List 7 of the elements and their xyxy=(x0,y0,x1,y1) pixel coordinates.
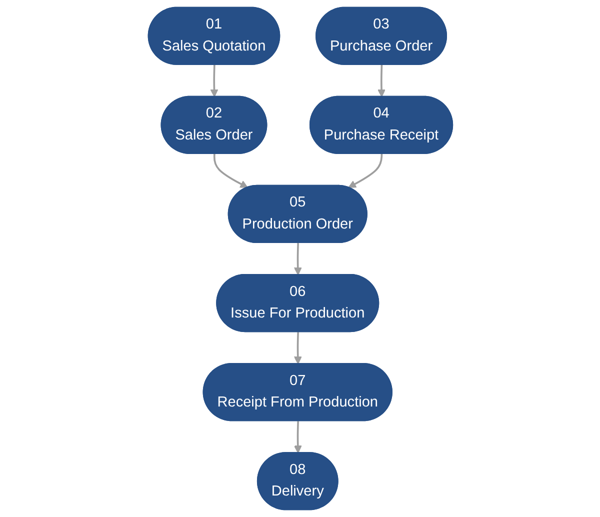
arrow xyxy=(293,243,302,276)
arrow xyxy=(377,64,386,98)
arrow xyxy=(293,421,302,454)
arrow xyxy=(210,64,218,98)
arrow xyxy=(293,332,302,364)
arrow xyxy=(213,154,248,188)
arrow xyxy=(348,154,382,188)
